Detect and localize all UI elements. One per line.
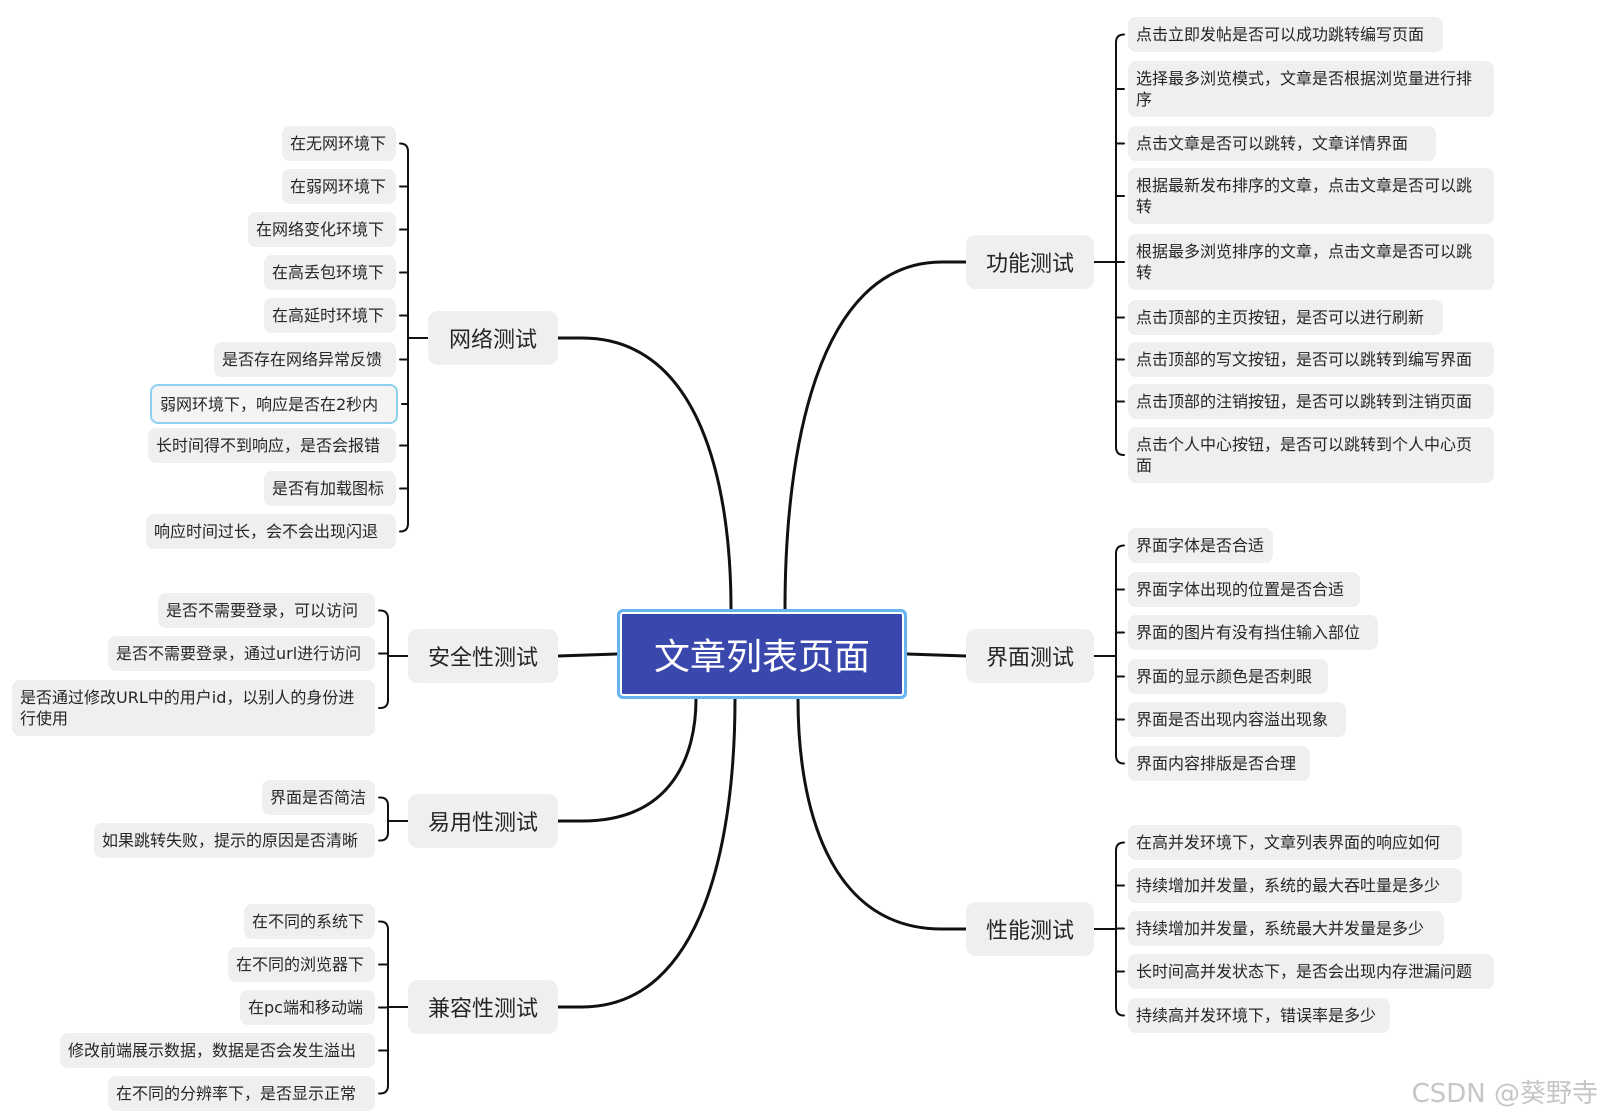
subtopic[interactable]: 在pc端和移动端: [240, 990, 375, 1025]
bracket-tick-ui-0: [1115, 544, 1125, 555]
subtopic[interactable]: 点击个人中心按钮，是否可以跳转到个人中心页面: [1128, 427, 1494, 483]
subtopic[interactable]: 界面字体是否合适: [1128, 528, 1273, 563]
subtopic[interactable]: 点击顶部的主页按钮，是否可以进行刷新: [1128, 300, 1443, 335]
subtopic[interactable]: 响应时间过长，会不会出现闪退: [146, 514, 396, 549]
bracket-tick-net-9: [399, 522, 409, 533]
bracket-tick-use-0: [378, 796, 389, 807]
connector-root-sec: [556, 652, 619, 658]
connector-root-func: [783, 260, 968, 611]
subtopic[interactable]: 持续高并发环境下，错误率是多少: [1128, 998, 1390, 1033]
subtopic[interactable]: 修改前端展示数据，数据是否会发生溢出: [60, 1033, 375, 1068]
subtopic[interactable]: 在不同的系统下: [244, 904, 375, 939]
bracket-tick-sec-0: [378, 609, 389, 620]
watermark: CSDN @葵野寺: [1411, 1079, 1598, 1109]
bracket-tick-perf-4: [1115, 1006, 1125, 1017]
subtopic[interactable]: 界面的显示颜色是否刺眼: [1128, 659, 1328, 694]
subtopic[interactable]: 在弱网环境下: [282, 169, 396, 204]
subtopic[interactable]: 在高延时环境下: [264, 298, 396, 333]
bracket-tick-func-0: [1115, 33, 1125, 44]
connector-root-perf: [796, 697, 968, 931]
subtopic[interactable]: 如果跳转失败，提示的原因是否清晰: [94, 823, 375, 858]
subtopic[interactable]: 根据最新发布排序的文章，点击文章是否可以跳转: [1128, 168, 1494, 224]
bracket-tick-sec-2: [378, 699, 389, 709]
main-topic-net[interactable]: 网络测试: [428, 311, 558, 365]
bracket-tick-compat-4: [378, 1084, 389, 1095]
subtopic[interactable]: 根据最多浏览排序的文章，点击文章是否可以跳转: [1128, 234, 1494, 290]
bracket-tick-ui-5: [1115, 754, 1125, 765]
subtopic[interactable]: 是否不需要登录，通过url进行访问: [108, 636, 375, 671]
subtopic[interactable]: 在高并发环境下，文章列表界面的响应如何: [1128, 825, 1462, 860]
main-topic-func[interactable]: 功能测试: [966, 235, 1094, 289]
subtopic[interactable]: 持续增加并发量，系统的最大吞吐量是多少: [1128, 868, 1462, 903]
subtopic[interactable]: 在无网环境下: [282, 126, 396, 161]
subtopic[interactable]: 界面字体出现的位置是否合适: [1128, 572, 1360, 607]
connector-root-use: [556, 697, 698, 823]
subtopic[interactable]: 点击顶部的写文按钮，是否可以跳转到编写界面: [1128, 342, 1494, 377]
subtopic[interactable]: 界面是否出现内容溢出现象: [1128, 702, 1346, 737]
main-topic-use[interactable]: 易用性测试: [408, 794, 558, 848]
connector-root-ui: [905, 652, 968, 658]
connector-root-net: [556, 336, 733, 611]
subtopic[interactable]: 长时间高并发状态下，是否会出现内存泄漏问题: [1128, 954, 1494, 989]
central-topic[interactable]: 文章列表页面: [617, 609, 907, 699]
subtopic[interactable]: 在高丢包环境下: [264, 255, 396, 290]
subtopic[interactable]: 点击文章是否可以跳转，文章详情界面: [1128, 126, 1436, 161]
subtopic[interactable]: 点击立即发帖是否可以成功跳转编写页面: [1128, 17, 1443, 52]
bracket-tick-use-1: [378, 831, 389, 842]
subtopic[interactable]: 在不同的浏览器下: [228, 947, 375, 982]
selected-subtopic[interactable]: 弱网环境下，响应是否在2秒内: [150, 384, 398, 424]
main-topic-compat[interactable]: 兼容性测试: [408, 980, 558, 1034]
subtopic[interactable]: 长时间得不到响应，是否会报错: [148, 428, 396, 463]
connector-root-compat: [556, 697, 737, 1009]
subtopic[interactable]: 界面是否简洁: [262, 780, 375, 815]
subtopic[interactable]: 在不同的分辨率下，是否显示正常: [108, 1076, 375, 1111]
bracket-tick-perf-0: [1115, 841, 1125, 852]
subtopic[interactable]: 界面内容排版是否合理: [1128, 746, 1310, 781]
subtopic[interactable]: 在网络变化环境下: [248, 212, 396, 247]
subtopic[interactable]: 点击顶部的注销按钮，是否可以跳转到注销页面: [1128, 384, 1494, 419]
main-topic-sec[interactable]: 安全性测试: [408, 629, 558, 683]
subtopic[interactable]: 是否存在网络异常反馈: [214, 342, 396, 377]
subtopic[interactable]: 选择最多浏览模式，文章是否根据浏览量进行排序: [1128, 61, 1494, 117]
subtopic[interactable]: 是否不需要登录，可以访问: [158, 593, 375, 628]
subtopic[interactable]: 是否通过修改URL中的用户id，以别人的身份进行使用: [12, 680, 375, 736]
subtopic[interactable]: 是否有加载图标: [264, 471, 396, 506]
subtopic[interactable]: 界面的图片有没有挡住输入部位: [1128, 615, 1378, 650]
bracket-tick-net-0: [399, 142, 409, 153]
main-topic-perf[interactable]: 性能测试: [966, 902, 1094, 956]
main-topic-ui[interactable]: 界面测试: [966, 629, 1094, 683]
subtopic[interactable]: 持续增加并发量，系统最大并发量是多少: [1128, 911, 1444, 946]
bracket-tick-compat-0: [378, 920, 389, 931]
bracket-tick-func-8: [1115, 446, 1125, 456]
